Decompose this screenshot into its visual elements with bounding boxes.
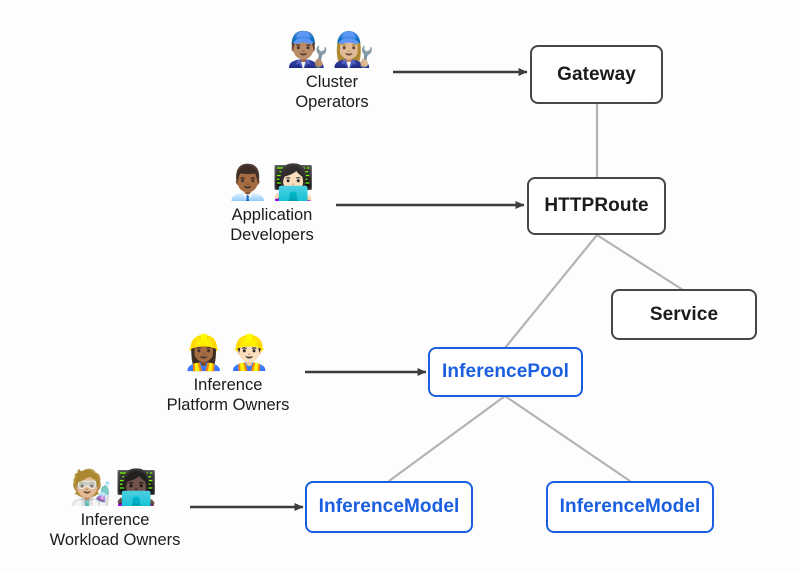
inference-platform-owners-label-line1: Inference [193,376,263,394]
node-inferencemodel-right[interactable]: InferenceModel [546,481,714,533]
node-httproute[interactable]: HTTPRoute [527,177,666,235]
node-gateway-label: Gateway [557,63,636,85]
node-inferencepool[interactable]: InferencePool [428,347,583,397]
node-gateway[interactable]: Gateway [530,45,663,104]
application-developers-label-line1: Application [231,206,313,224]
node-service[interactable]: Service [611,289,757,340]
inference-platform-owners-avatars: 👷🏾‍♀️👷🏻‍♂️ [182,333,274,373]
node-inferencemodel-left[interactable]: InferenceModel [305,481,473,533]
inference-workload-owners-label-line1: Inference [80,511,150,529]
node-inferencemodel-left-label: InferenceModel [318,496,460,517]
application-developers-avatars: 👨🏾‍💼👩🏻‍💻 [226,163,318,203]
node-inferencepool-label: InferencePool [442,361,569,382]
edge-pool-model-right [503,394,632,483]
edge-httproute-pool [503,233,599,350]
actor-inference-platform-owners[interactable]: 👷🏾‍♀️👷🏻‍♂️ Inference Platform Owners [133,333,323,415]
application-developers-label-line2: Developers [230,226,314,244]
inference-workload-owners-avatars: 🧑🏼‍🔬👩🏿‍💻 [69,468,161,508]
actor-cluster-operators[interactable]: 👨🏽‍🔧👩🏼‍🔧 Cluster Operators [237,30,427,112]
inference-platform-owners-label-line2: Platform Owners [166,396,290,414]
inference-workload-owners-label-line2: Workload Owners [49,531,181,549]
edge-pool-model-left [387,394,507,483]
actor-inference-workload-owners[interactable]: 🧑🏼‍🔬👩🏿‍💻 Inference Workload Owners [20,468,210,550]
cluster-operators-label-line2: Operators [295,93,369,111]
actor-application-developers[interactable]: 👨🏾‍💼👩🏻‍💻 Application Developers [177,163,367,245]
edge-httproute-service [595,233,685,292]
node-inferencemodel-right-label: InferenceModel [559,496,701,517]
node-service-label: Service [649,303,719,325]
node-httproute-label: HTTPRoute [544,195,649,216]
cluster-operators-label-line1: Cluster [305,73,359,91]
cluster-operators-avatars: 👨🏽‍🔧👩🏼‍🔧 [286,30,378,70]
